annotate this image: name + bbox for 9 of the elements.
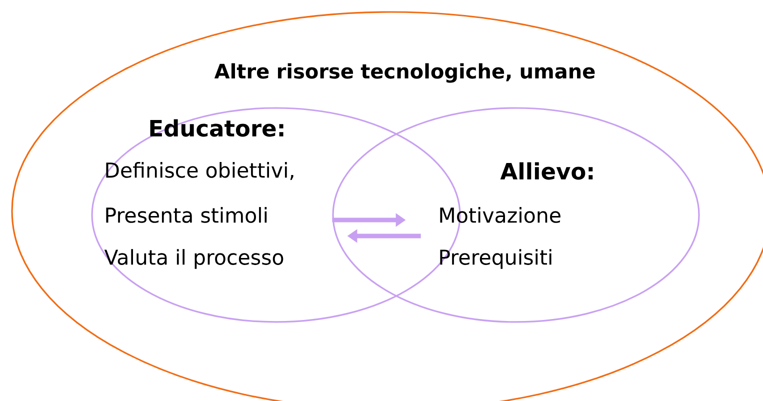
heading: Allievo: bbox=[500, 162, 593, 180]
heading: Altre risorse tecnologiche, umane bbox=[214, 63, 595, 83]
item-text: Motivazione bbox=[440, 207, 560, 223]
heading: Educatore: bbox=[150, 119, 284, 137]
item-text: Prerequisiti bbox=[440, 249, 552, 269]
ellipse bbox=[332, 107, 700, 323]
item-text: Presenta stimoli bbox=[106, 207, 267, 223]
item-text: Definisce obiettivi, bbox=[106, 162, 294, 180]
item-text: Valuta il processo bbox=[104, 249, 284, 269]
